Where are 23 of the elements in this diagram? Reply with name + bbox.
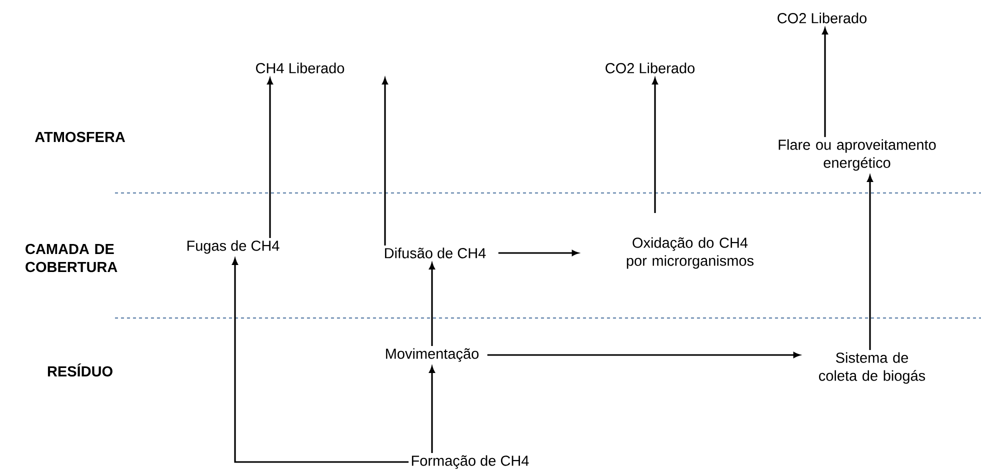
layer-label: RESÍDUO <box>48 363 112 376</box>
text-label: Flare ou aproveitamento energético <box>778 139 936 171</box>
text-label: CO2 Liberado <box>778 12 867 24</box>
text-label: Sistema de coleta de biogás <box>819 352 926 384</box>
layer-label: CAMADA DE COBERTURA <box>26 244 118 272</box>
arrow <box>652 78 658 214</box>
arrow <box>232 258 409 463</box>
arrow <box>867 175 873 350</box>
text-label: Formação de CH4 <box>412 455 529 469</box>
arrow <box>429 262 435 346</box>
arrow <box>382 78 388 246</box>
text-label: Oxidação do CH4 por microrganismos <box>626 237 754 269</box>
text-label: CH4 Liberado <box>256 62 344 74</box>
text-label: Fugas de CH4 <box>187 240 280 254</box>
arrow <box>429 366 435 453</box>
arrow <box>822 28 828 138</box>
text-label: CO2 Liberado <box>606 62 695 74</box>
arrow <box>267 78 273 238</box>
layer-label: ATMOSFERA <box>35 132 126 142</box>
arrow <box>498 250 578 256</box>
text-label: Difusão de CH4 <box>385 248 486 258</box>
text-label: Movimentação <box>386 348 479 362</box>
arrow <box>487 352 800 358</box>
